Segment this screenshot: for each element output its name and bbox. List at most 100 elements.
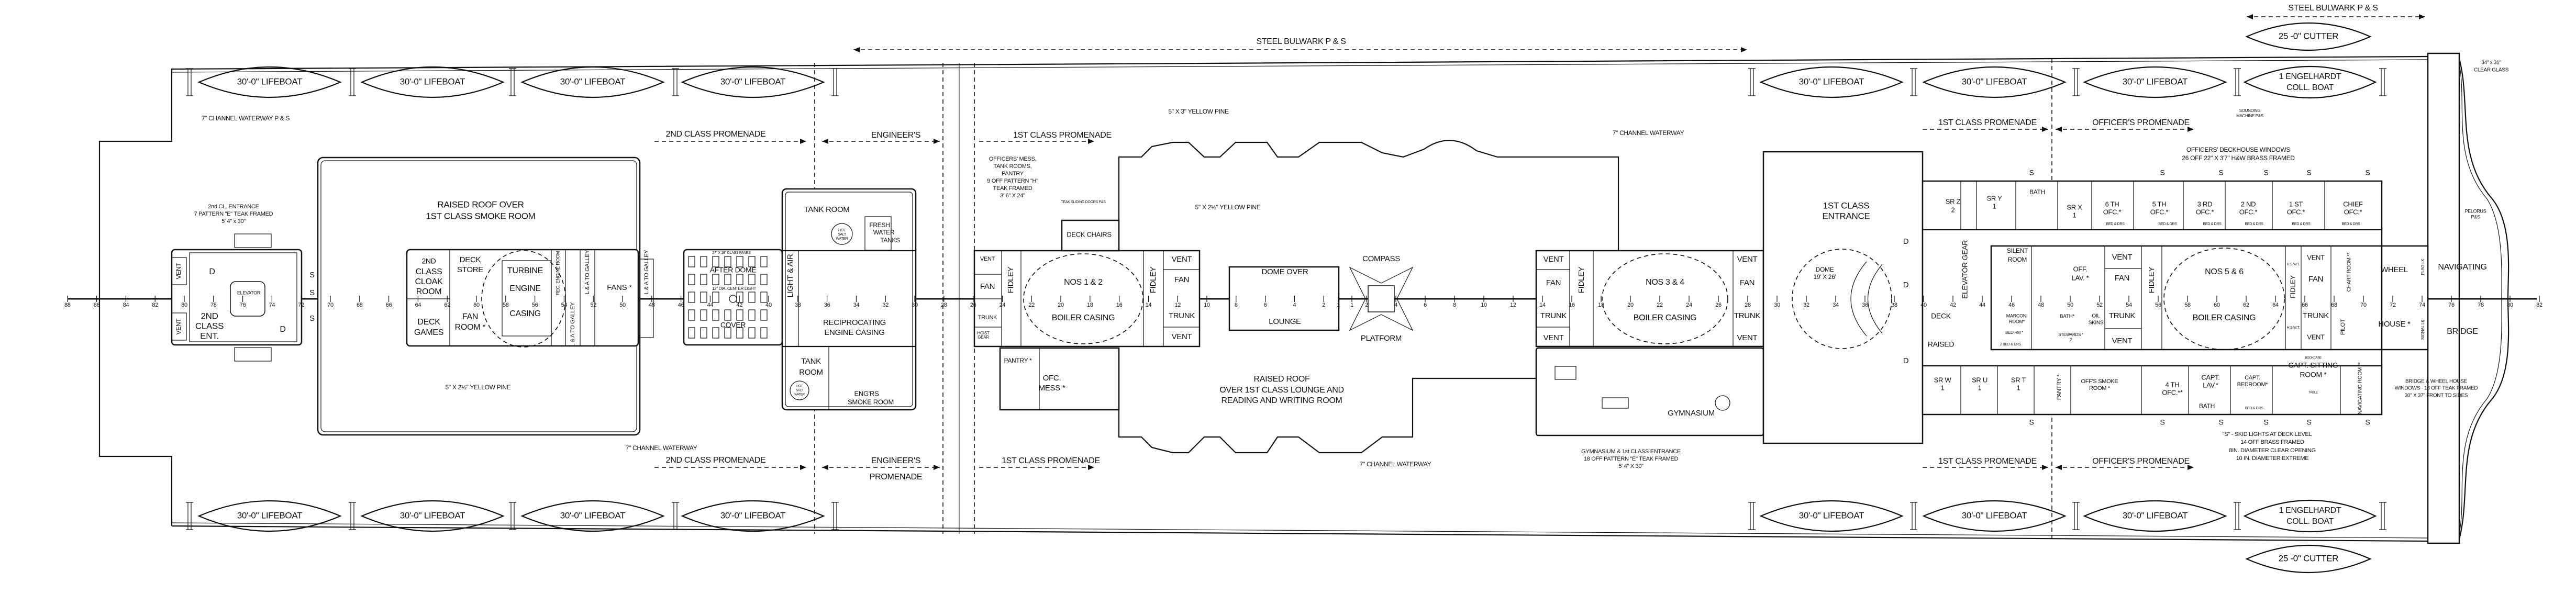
label-notes-pelorus-0: PELORUS bbox=[2465, 208, 2486, 214]
label-rooms-marconi-1: ROOM* bbox=[2009, 319, 2025, 324]
label-notes-officers-mess-windows-2: PANTRY bbox=[1002, 171, 1024, 177]
label-markers-bed-drs: BED & DRS bbox=[2106, 222, 2125, 226]
frame-number: 48 bbox=[2038, 302, 2044, 308]
label-notes-deckhouse-windows-0: OFFICERS' DECKHOUSE WINDOWS bbox=[2186, 146, 2290, 153]
label-promenades-officers: OFFICER'S PROMENADE bbox=[2092, 457, 2190, 466]
label-rooms-dome-first-0: DOME bbox=[1816, 266, 1834, 273]
frame-number: 88 bbox=[64, 302, 71, 308]
label-rooms-hswt: H.S.W.T. bbox=[2287, 326, 2300, 330]
label-notes-officers-mess-windows-4: TEAK FRAMED bbox=[993, 185, 1032, 192]
frame-number: 56 bbox=[2155, 302, 2161, 308]
label-rooms-dome-lounge-1: LOUNGE bbox=[1269, 317, 1301, 326]
frame-number: 10 bbox=[1204, 302, 1210, 308]
label-markers-skid: S bbox=[2263, 418, 2268, 427]
label-rooms-elevator: ELEVATOR bbox=[237, 290, 261, 295]
frame-number: 60 bbox=[473, 302, 480, 308]
label-markers-bed-drs: BED & DRS bbox=[2203, 222, 2222, 226]
label-markers-vent: VENT bbox=[1172, 332, 1192, 341]
davit-icon bbox=[1910, 502, 1917, 530]
label-rooms-off-lav-0: OFF. bbox=[2073, 265, 2088, 273]
label-rooms-cloak-room-3: ROOM bbox=[416, 287, 442, 296]
label-rooms-bath-star: BATH* bbox=[2060, 314, 2075, 320]
frame-number: 14 bbox=[1146, 302, 1152, 308]
frame-number: 60 bbox=[2214, 302, 2220, 308]
officers-deckhouse bbox=[1922, 180, 2429, 416]
frame-number: 10 bbox=[1481, 302, 1487, 308]
boiler-casing-3-4 bbox=[1535, 250, 1764, 436]
davit-icon bbox=[2379, 68, 2386, 96]
label-notes-skid-lights-2: 8IN. DIAMETER CLEAR OPENING bbox=[2229, 447, 2316, 454]
engine-casing-block bbox=[781, 188, 917, 411]
lifeboat-port: 30'-0" LIFEBOAT bbox=[1922, 66, 2067, 98]
label-notes-yellow-pine-5x2-5: 5" X 2½" YELLOW PINE bbox=[445, 384, 510, 391]
frame-number: 28 bbox=[1745, 302, 1751, 308]
frame-number: 1 bbox=[1350, 302, 1353, 308]
label-rooms-hot-salt-water-0: HOT bbox=[796, 385, 803, 388]
label-rooms-ofc-mess-0: OFC. bbox=[1043, 374, 1061, 383]
promenade-arrow bbox=[654, 139, 806, 144]
label-rooms-pilot: PILOT bbox=[2340, 319, 2346, 335]
label-rooms-sr-y-0: SR Y bbox=[1987, 194, 2003, 202]
davit-icon bbox=[186, 68, 193, 96]
frame-number: 38 bbox=[1891, 302, 1897, 308]
frame-number: 32 bbox=[882, 302, 889, 308]
label-promenades-first-class: 1ST CLASS PROMENADE bbox=[1002, 456, 1100, 465]
label-rooms-stewards-1: 2 bbox=[2070, 338, 2072, 342]
label-rooms-hot-salt-water-2: WATER bbox=[836, 237, 848, 241]
cutter-starboard: 25 -0" CUTTER bbox=[2245, 544, 2372, 574]
davit-icon bbox=[2072, 68, 2080, 96]
label-markers-skid: S bbox=[2306, 169, 2311, 177]
promenade-arrow bbox=[979, 465, 1094, 470]
label-markers-vent: VENT bbox=[1544, 255, 1564, 264]
frame-number: 12 bbox=[1510, 302, 1516, 308]
promenade-arrow bbox=[822, 465, 940, 470]
label-rooms-ofc2-0: 2 ND bbox=[2241, 200, 2256, 208]
label-notes-officers-mess-windows-0: OFFICERS' MESS, bbox=[989, 156, 1037, 162]
frame-number: 78 bbox=[210, 302, 217, 308]
smoke-room-raised-roof bbox=[317, 156, 654, 436]
frame-number: 68 bbox=[357, 302, 363, 308]
frame-number: 20 bbox=[1627, 302, 1634, 308]
label-rooms-smoke-room-roof-1: 1ST CLASS SMOKE ROOM bbox=[426, 211, 535, 221]
label-markers-fidley: FIDLEY bbox=[2147, 266, 2156, 293]
label-promenades-officers: OFFICER'S PROMENADE bbox=[2092, 118, 2190, 127]
label-markers-vent: VENT bbox=[2307, 333, 2325, 341]
frame-number: 52 bbox=[590, 302, 596, 308]
label-markers-down: D bbox=[1903, 237, 1909, 246]
lounge-raised-roof bbox=[1118, 140, 1619, 454]
compass-platform-icon bbox=[1349, 266, 1414, 331]
frame-number: 80 bbox=[2507, 302, 2513, 308]
label-promenades-first-class: 1ST CLASS PROMENADE bbox=[1013, 131, 1112, 140]
davit-icon bbox=[831, 68, 839, 96]
davit-icon bbox=[1748, 68, 1756, 96]
frame-number: 26 bbox=[1715, 302, 1722, 308]
label-markers-fidley: FIDLEY bbox=[2289, 275, 2296, 298]
frame-number: 44 bbox=[707, 302, 714, 308]
label-markers-skid: S bbox=[2029, 418, 2034, 427]
frame-number: 52 bbox=[2096, 302, 2103, 308]
label-markers-skid: S bbox=[2306, 418, 2311, 427]
label-rooms-elevator-gear: ELEVATOR GEAR bbox=[1961, 240, 1969, 299]
frame-number: 50 bbox=[619, 302, 626, 308]
label-rooms-two-bed: 2 BED & DRS bbox=[2000, 343, 2022, 346]
label-notes-glass-panes: 27" X 18" GLASS PANES bbox=[712, 251, 751, 255]
frame-number: 42 bbox=[1950, 302, 1956, 308]
label-markers-vent: VENT bbox=[175, 318, 182, 335]
label-rooms-lounge-roof-2: READING AND WRITING ROOM bbox=[1221, 396, 1342, 405]
label-rooms-la-galley: L & A TO GALLEY bbox=[584, 250, 591, 295]
frame-number: 18 bbox=[1598, 302, 1604, 308]
label-notes-channel-waterway: 7" CHANNEL WATERWAY bbox=[1360, 461, 1431, 468]
label-rooms-cloak-room-1: CLASS bbox=[416, 267, 442, 276]
label-rooms-turbine-casing-1: ENGINE bbox=[509, 284, 541, 293]
label-rooms-marconi-0: MARCONI bbox=[2006, 313, 2027, 318]
frame-number: 14 bbox=[1539, 302, 1546, 308]
label-rooms-capt-sitting-1: ROOM * bbox=[2300, 371, 2327, 379]
label-rooms-recip-casing-1: ENGINE CASING bbox=[824, 328, 884, 337]
label-rooms-pantry2: PANTRY * bbox=[2056, 374, 2062, 400]
lifeboat-port: 30'-0" LIFEBOAT bbox=[360, 66, 505, 98]
label-rooms-ofc2-1: OFC.* bbox=[2239, 208, 2258, 216]
label-rooms-capt-bed-0: CAPT. bbox=[2245, 375, 2260, 381]
frame-number: 46 bbox=[678, 302, 684, 308]
label-rooms-smoke-room-roof-0: RAISED ROOF OVER bbox=[437, 199, 524, 209]
